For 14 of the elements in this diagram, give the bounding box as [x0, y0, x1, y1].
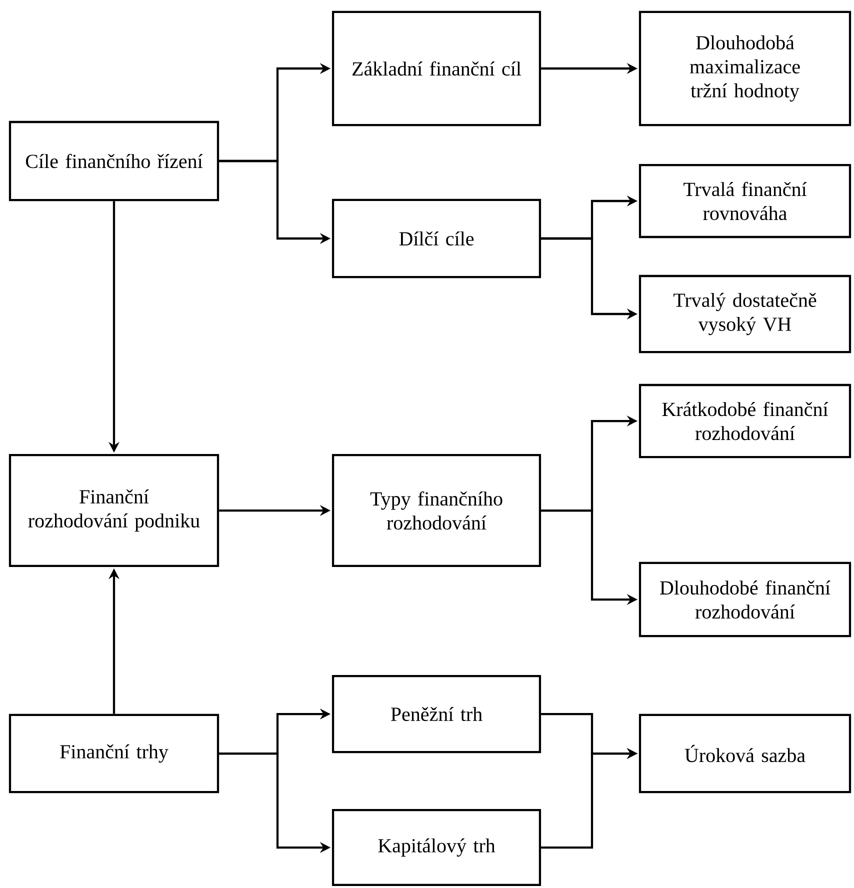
process-box: Finanční rozhodování podniku [8, 454, 220, 568]
process-box: Dlouhodobá maximalizace tržní hodnoty [638, 10, 852, 126]
process-box: Dílčí cíle [332, 198, 542, 278]
process-box: Dlouhodobé finanční rozhodování [638, 562, 852, 638]
process-box: Kapitálový trh [332, 808, 542, 886]
process-box: Trvalá finanční rovnováha [638, 164, 852, 238]
process-box: Úroková sazba [638, 714, 852, 794]
process-box: Cíle finančního řízení [8, 120, 220, 202]
process-box: Peněžní trh [332, 674, 542, 754]
process-box: Krátkodobé finanční rozhodování [638, 384, 852, 458]
process-box: Typy finančního rozhodování [332, 454, 542, 568]
process-box: Základní finanční cíl [332, 10, 542, 126]
process-box: Finanční trhy [8, 714, 220, 794]
process-box: Trvalý dostatečně vysoký VH [638, 274, 852, 354]
